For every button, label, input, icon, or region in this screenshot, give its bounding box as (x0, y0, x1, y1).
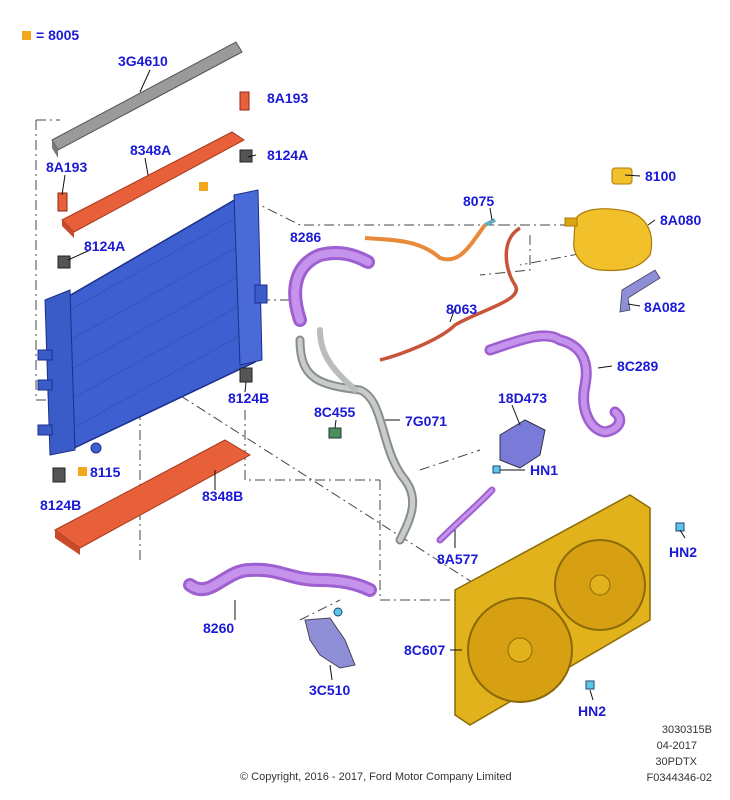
label-8124A-top[interactable]: 8124A (267, 147, 309, 163)
copyright: © Copyright, 2016 - 2017, Ford Motor Com… (240, 771, 512, 783)
label-7G071[interactable]: 7G071 (405, 413, 448, 429)
bracket-8A082[interactable] (619, 269, 661, 313)
diagram-date: 04-2017 (656, 740, 697, 752)
label-8A193-top[interactable]: 8A193 (267, 90, 309, 106)
diagram-model: 30PDTX (655, 756, 697, 768)
drain-plug-8115[interactable] (90, 442, 102, 454)
hose-8075[interactable] (364, 218, 496, 262)
hose-8A577[interactable] (436, 486, 496, 544)
label-HN2-right[interactable]: HN2 (669, 544, 698, 560)
label-8124A-left[interactable]: 8124A (84, 238, 126, 254)
deflector-8348A[interactable] (61, 131, 245, 238)
label-8100[interactable]: 8100 (645, 168, 677, 184)
nut-HN2-right[interactable] (675, 522, 685, 532)
fan-shroud-8C607[interactable] (454, 494, 651, 726)
label-8260[interactable]: 8260 (203, 620, 235, 636)
label-8124B-left[interactable]: 8124B (40, 497, 82, 513)
hose-8C289[interactable] (484, 330, 626, 438)
label-8A082[interactable]: 8A082 (644, 299, 686, 315)
hose-7G071[interactable] (295, 327, 418, 545)
diagram-code: 3030315B (661, 724, 712, 736)
insulator-8124A-left[interactable] (57, 255, 71, 269)
legend-swatch-8005 (22, 31, 31, 40)
label-3C510[interactable]: 3C510 (309, 682, 351, 698)
label-3G4610[interactable]: 3G4610 (118, 53, 168, 69)
label-8A577[interactable]: 8A577 (437, 551, 479, 567)
label-8C607[interactable]: 8C607 (404, 642, 446, 658)
connector-8C455[interactable] (328, 427, 342, 439)
label-8A193-left[interactable]: 8A193 (46, 159, 88, 175)
label-8C289[interactable]: 8C289 (617, 358, 659, 374)
label-8063[interactable]: 8063 (446, 301, 478, 317)
label-HN2-bottom[interactable]: HN2 (578, 703, 607, 719)
nut-HN1[interactable] (492, 465, 501, 474)
hose-8063[interactable] (379, 226, 522, 362)
radiator[interactable] (37, 189, 268, 456)
legend-label: = 8005 (36, 27, 80, 43)
label-leaders (61, 69, 686, 701)
label-8115[interactable]: 8115 (90, 464, 121, 480)
isolator-8A193-top[interactable] (239, 91, 250, 111)
label-18D473[interactable]: 18D473 (498, 390, 548, 406)
label-8A080[interactable]: 8A080 (660, 212, 702, 228)
deflector-8348B[interactable] (54, 439, 252, 555)
reservoir-8A080[interactable] (564, 208, 653, 272)
label-8075[interactable]: 8075 (463, 193, 495, 209)
cap-8100[interactable] (611, 167, 633, 185)
pump-18D473[interactable] (499, 419, 546, 469)
marker-8005-a (199, 182, 208, 191)
bracket-3C510[interactable] (304, 607, 356, 669)
label-HN1[interactable]: HN1 (530, 462, 559, 478)
label-8124B-mid[interactable]: 8124B (228, 390, 270, 406)
label-8286[interactable]: 8286 (290, 229, 322, 245)
insulator-8124B-left[interactable] (52, 467, 66, 483)
label-8348B[interactable]: 8348B (202, 488, 244, 504)
label-8348A[interactable]: 8348A (130, 142, 172, 158)
label-8C455[interactable]: 8C455 (314, 404, 356, 420)
marker-8005-b (78, 467, 87, 476)
isolator-8A193-left[interactable] (57, 192, 68, 212)
hose-8286[interactable] (288, 246, 375, 327)
nut-HN2-bottom[interactable] (585, 680, 595, 690)
seal-3G4610[interactable] (51, 41, 243, 158)
diagram-ref: F0344346-02 (646, 772, 712, 784)
hose-8260[interactable] (183, 562, 377, 597)
insulator-8124B-mid[interactable] (239, 367, 253, 383)
